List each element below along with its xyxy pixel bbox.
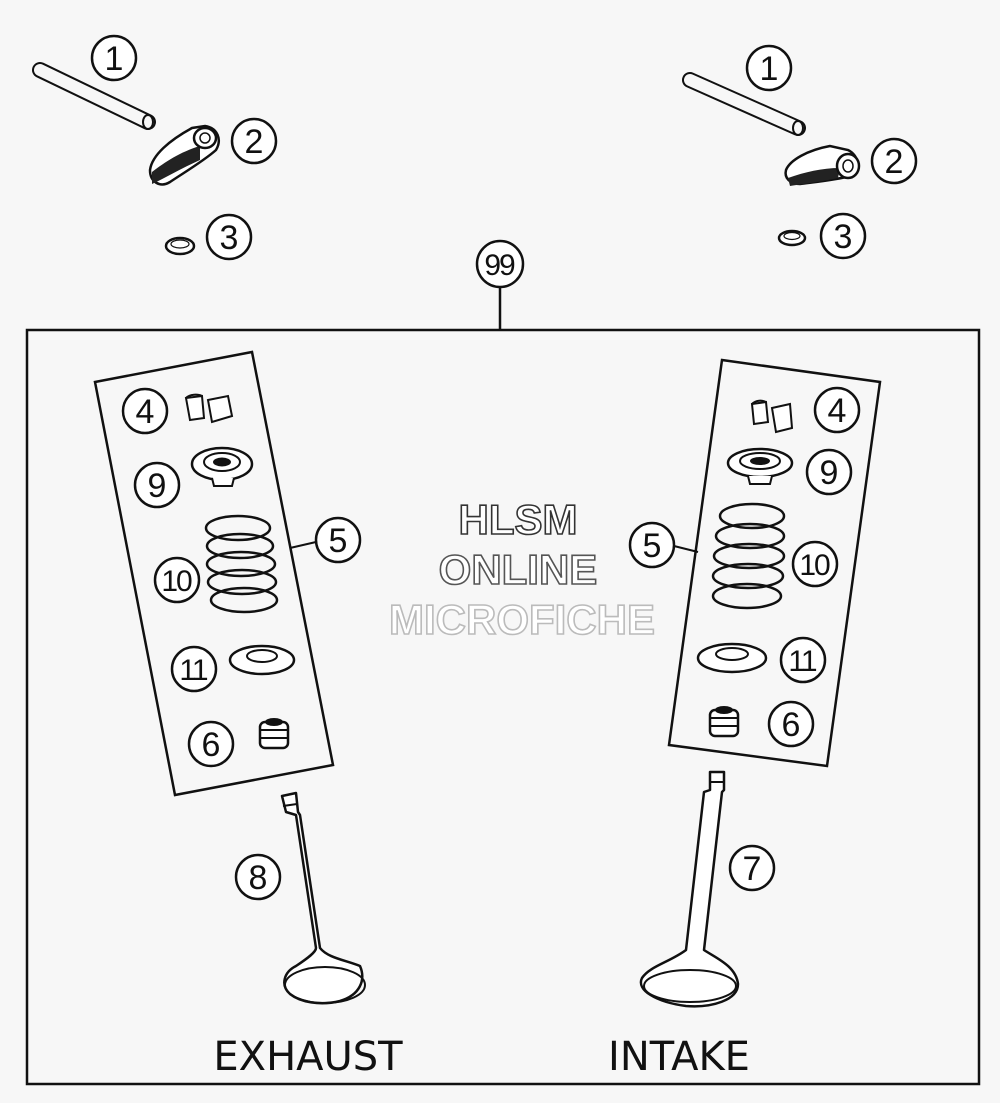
left-spring-retainer[interactable] (190, 446, 254, 487)
svg-text:1: 1 (760, 50, 779, 88)
svg-text:99: 99 (484, 249, 515, 282)
callout-right-10[interactable]: 10 (791, 540, 839, 588)
svg-text:4: 4 (828, 392, 847, 430)
right-valve-keeper[interactable] (750, 399, 794, 434)
callout-left-2[interactable]: 2 (230, 117, 278, 165)
left-rocker-shaft[interactable] (32, 62, 156, 130)
callout-left-5[interactable]: 5 (314, 516, 362, 564)
svg-text:5: 5 (643, 527, 662, 565)
svg-text:9: 9 (148, 467, 167, 505)
svg-text:6: 6 (782, 706, 801, 744)
right-rocker-arm[interactable] (784, 144, 861, 186)
exhaust-valve[interactable] (280, 791, 366, 1005)
intake-label: INTAKE (608, 1034, 750, 1080)
svg-text:3: 3 (834, 218, 853, 256)
left-valve-seal[interactable] (258, 718, 290, 750)
callout-right-5[interactable]: 5 (628, 521, 676, 569)
callout-right-11[interactable]: 11 (779, 636, 827, 684)
callout-left-9[interactable]: 9 (133, 461, 181, 509)
left-spring-seat[interactable] (228, 644, 296, 676)
left-rocker-arm[interactable] (148, 124, 220, 186)
callout-left-3[interactable]: 3 (205, 213, 253, 261)
left-shim[interactable] (164, 236, 196, 256)
svg-text:11: 11 (179, 654, 207, 687)
right-shim[interactable] (777, 229, 807, 247)
svg-text:9: 9 (820, 454, 839, 492)
right-valve-seal[interactable] (708, 706, 740, 738)
left-valve-spring[interactable] (204, 514, 279, 614)
intake-valve[interactable] (639, 770, 740, 1008)
callout-right-9[interactable]: 9 (805, 448, 853, 496)
svg-text:4: 4 (136, 393, 155, 431)
svg-text:3: 3 (220, 219, 239, 257)
callout-assembly-99[interactable]: 99 (475, 239, 525, 289)
watermark-line-2: ONLINE (439, 546, 598, 593)
svg-text:6: 6 (202, 726, 221, 764)
left-spring-kit-panel (93, 350, 335, 797)
left-spring-kit-leader (289, 541, 317, 549)
svg-text:7: 7 (743, 850, 762, 888)
right-rocker-shaft[interactable] (682, 72, 806, 136)
left-valve-keeper[interactable] (184, 393, 234, 424)
right-valve-spring[interactable] (711, 502, 786, 610)
right-spring-kit-leader (673, 545, 699, 553)
svg-text:8: 8 (249, 859, 268, 897)
callout-left-8[interactable]: 8 (234, 853, 282, 901)
svg-text:10: 10 (799, 549, 830, 582)
svg-text:1: 1 (105, 40, 124, 78)
callout-right-1[interactable]: 1 (745, 44, 793, 92)
callout-left-11[interactable]: 11 (170, 645, 218, 693)
right-spring-seat[interactable] (696, 642, 768, 674)
svg-text:2: 2 (885, 143, 904, 181)
callout-left-1[interactable]: 1 (90, 34, 138, 82)
callout-right-7[interactable]: 7 (728, 844, 776, 892)
callout-right-3[interactable]: 3 (819, 212, 867, 260)
callout-right-4[interactable]: 4 (813, 386, 861, 434)
watermark-line-3: MICROFICHE (389, 596, 655, 643)
right-spring-kit-panel (667, 358, 882, 768)
svg-text:2: 2 (245, 123, 264, 161)
callout-right-2[interactable]: 2 (870, 137, 918, 185)
exhaust-label: EXHAUST (213, 1034, 403, 1080)
valve-assembly-frame (25, 328, 981, 1086)
callout-left-6[interactable]: 6 (187, 720, 235, 768)
svg-text:10: 10 (161, 565, 192, 598)
callout-left-10[interactable]: 10 (153, 556, 201, 604)
svg-text:5: 5 (329, 522, 348, 560)
hlsm-watermark: HLSM ONLINE MICROFICHE (388, 495, 656, 644)
right-spring-retainer[interactable] (726, 447, 794, 485)
callout-left-4[interactable]: 4 (121, 387, 169, 435)
svg-text:11: 11 (788, 645, 816, 678)
watermark-line-1: HLSM (459, 496, 578, 543)
callout-right-6[interactable]: 6 (767, 700, 815, 748)
